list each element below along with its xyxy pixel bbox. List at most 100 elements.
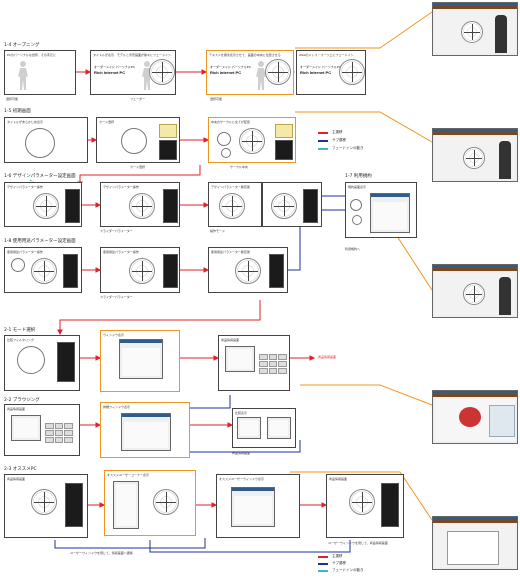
frame-header: 中央のサークルに全てが配置 bbox=[211, 120, 250, 124]
section-label-design: 1-6 デザインパラメーター設定画面 bbox=[4, 174, 76, 179]
radar-chart bbox=[235, 258, 261, 284]
radar-chart bbox=[339, 59, 365, 85]
model-figure bbox=[139, 61, 155, 91]
model-photo bbox=[499, 141, 511, 179]
frame-opening-1: PCのパーソナルな世界、その手元に bbox=[4, 50, 76, 95]
frame-header: デザインパラメーター操作 bbox=[103, 185, 139, 189]
radar-chart bbox=[149, 59, 175, 85]
frame-header: デザインパラメーター確定後 bbox=[211, 185, 250, 189]
spec-panel bbox=[489, 405, 515, 437]
legend-label: フェードインの動き bbox=[332, 568, 364, 572]
frame-mode-3: 商品情報画面 bbox=[218, 335, 290, 391]
info-panel bbox=[159, 124, 177, 138]
title-line-2: Rich Internet PC bbox=[300, 70, 332, 75]
frame-header: 商品情報画面 bbox=[221, 338, 240, 342]
param-panel bbox=[65, 189, 80, 223]
compare-image bbox=[237, 417, 261, 439]
annotation: 商品情報画面 bbox=[232, 451, 251, 455]
product-image bbox=[225, 346, 255, 372]
frame-header: 商品情報画面 bbox=[7, 477, 26, 481]
section-label-mode: 2-1 モード選択 bbox=[4, 328, 36, 333]
frame-header: Webのドレス・スーツ上にフェードイン bbox=[299, 53, 354, 57]
frame-rec-4: 商品情報画面 bbox=[326, 474, 404, 538]
title-line-1: オーダーメイド パーソナルPC bbox=[300, 65, 341, 69]
user-window bbox=[231, 487, 275, 527]
annotation: サークル中央 bbox=[230, 165, 248, 169]
section-label-usage: 1-8 使用用途パラメーター設定画面 bbox=[4, 239, 76, 244]
frame-header: オススメユーザーウィンドウ表示 bbox=[219, 477, 264, 481]
param-panel bbox=[303, 189, 318, 223]
radar-chart bbox=[31, 489, 57, 515]
frame-usage-3: 使用用途パラメーター確定後 bbox=[208, 247, 288, 293]
frame-rec-1: 商品情報画面 bbox=[4, 474, 88, 538]
param-panel bbox=[269, 254, 284, 288]
frame-mode-1: 比較フィルタリング bbox=[4, 335, 80, 391]
annotation: カード選択 bbox=[130, 165, 146, 169]
annotation: 利用規約へ bbox=[345, 247, 361, 251]
frame-header: 比較フィルタリング bbox=[7, 338, 34, 342]
radar-chart bbox=[265, 59, 291, 85]
section-label-opening: 1-4 オープニング bbox=[4, 43, 40, 48]
legend-swatch-main bbox=[318, 556, 328, 558]
frame-opening-2: タイトルが表示、モデルと背景画面が徐々にフェードイン オーダーメイド パーソナル… bbox=[90, 50, 176, 95]
legend-swatch-main bbox=[318, 132, 328, 134]
frame-rec-2: オススメユーザーコーナー表示 bbox=[104, 470, 196, 536]
frame-header: 使用用途パラメーター操作 bbox=[7, 250, 43, 254]
center-circle bbox=[25, 128, 55, 158]
radar-chart bbox=[463, 283, 485, 305]
annotation: フェーダー bbox=[130, 97, 146, 101]
radar-chart bbox=[153, 489, 179, 515]
option-circle[interactable] bbox=[352, 215, 362, 225]
legend-swatch-fade bbox=[318, 570, 328, 572]
legend-label: フェードインの動き bbox=[332, 146, 364, 150]
frame-browse-2: 詳細ウィンドウ表示 bbox=[100, 402, 190, 458]
radar-chart bbox=[239, 128, 265, 154]
radar-chart bbox=[349, 489, 375, 515]
title-line-2: Rich Internet PC bbox=[210, 70, 242, 75]
screenshot-mode bbox=[432, 390, 518, 444]
param-panel bbox=[57, 342, 75, 382]
annotation: 操作モード bbox=[210, 229, 226, 233]
frame-header: PCのパーソナルな世界、その手元に bbox=[7, 53, 56, 57]
user-corner bbox=[113, 481, 139, 529]
option-circle[interactable] bbox=[11, 258, 25, 272]
frame-header: 商品情報画面 bbox=[7, 407, 26, 411]
frame-usage-1: 使用用途パラメーター操作 bbox=[4, 247, 82, 293]
screenshot-recommend bbox=[432, 516, 518, 570]
annotation: 選択可能 bbox=[210, 97, 223, 101]
legend-swatch-sub bbox=[318, 140, 328, 142]
radar-chart bbox=[31, 258, 57, 284]
frame-design-4 bbox=[262, 182, 322, 227]
frame-opening-4: Webのドレス・スーツ上にフェードイン オーダーメイド パーソナルPC Rich… bbox=[296, 50, 366, 95]
radar-chart bbox=[33, 193, 59, 219]
frame-header: テキストを順次表示させて、画面の中央に位置させる bbox=[209, 53, 281, 57]
frame-init-2: カード選択 bbox=[96, 117, 180, 163]
option-circle[interactable] bbox=[217, 132, 231, 146]
option-circle[interactable] bbox=[221, 148, 231, 158]
spec-grid bbox=[259, 354, 287, 374]
section-label-browse: 2-2 ブラウジング bbox=[4, 398, 40, 403]
param-panel bbox=[163, 189, 178, 223]
section-label-recommend: 2-3 オススメPC bbox=[4, 467, 37, 472]
section-label-init: 1-5 初期画面 bbox=[4, 109, 31, 114]
info-panel bbox=[275, 124, 293, 138]
legend-swatch-sub bbox=[318, 563, 328, 565]
option-circle[interactable] bbox=[350, 199, 362, 211]
radar-chart bbox=[129, 258, 155, 284]
frame-init-3: 中央のサークルに全てが配置 bbox=[208, 117, 296, 163]
frame-rec-3: オススメユーザーウィンドウ表示 bbox=[216, 474, 300, 538]
frame-header: デザインパラメーター操作 bbox=[7, 185, 43, 189]
product-image bbox=[11, 415, 41, 441]
frame-header: タイトルがあらかじめ表示 bbox=[7, 120, 44, 124]
frame-header: 使用用途パラメーター確定後 bbox=[211, 250, 250, 254]
screenshot-init bbox=[432, 128, 518, 182]
radar-chart bbox=[271, 193, 297, 219]
radar-chart bbox=[129, 193, 155, 219]
legend-label: サブ遷移 bbox=[332, 138, 346, 142]
model-photo bbox=[495, 15, 507, 53]
legend-swatch-fade bbox=[318, 148, 328, 150]
frame-header: ウィンドウ表示 bbox=[103, 333, 125, 337]
frame-header: 規約画面表示 bbox=[348, 185, 367, 189]
annotation: スライダーパラメーター bbox=[100, 295, 133, 299]
product-photo bbox=[459, 407, 481, 427]
